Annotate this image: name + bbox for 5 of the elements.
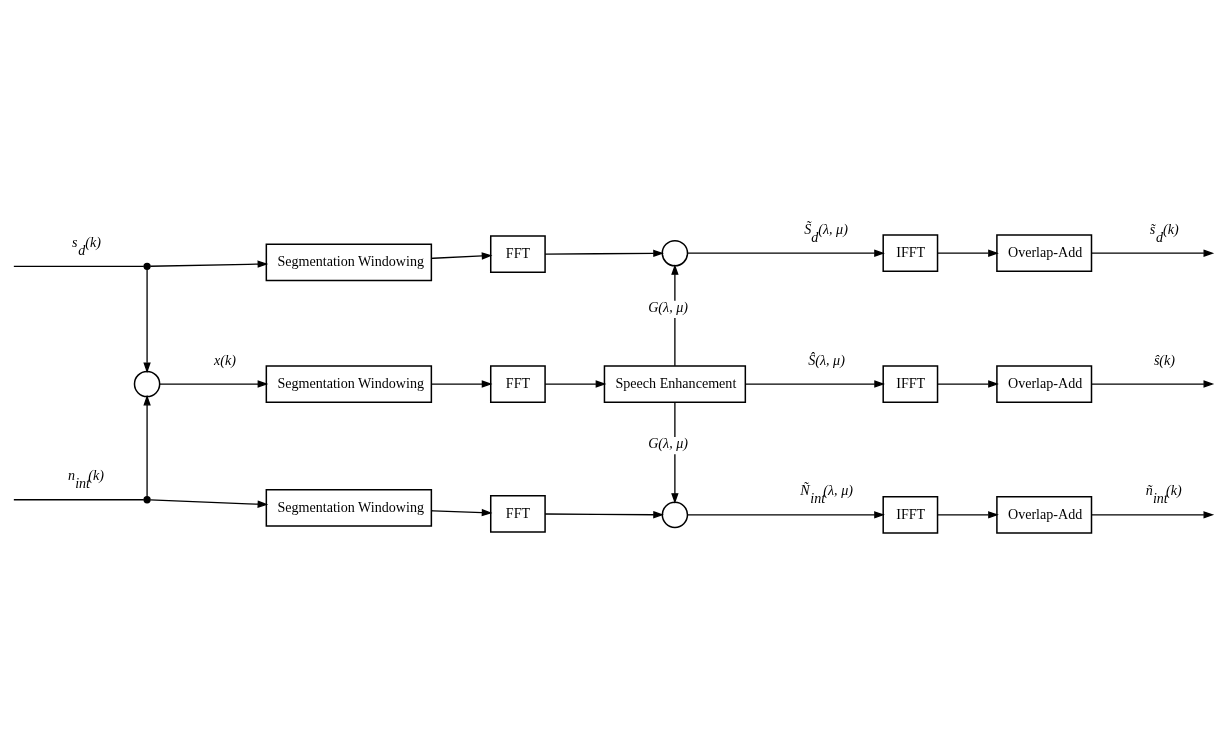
edge-label: x(k) [214,351,236,368]
edge-label: G(λ, μ) [648,434,688,451]
edge-label: ŝ(k) [1153,351,1175,368]
edge-label: G(λ, μ) [648,298,688,315]
edge-label: Ŝ(λ, μ) [808,351,845,368]
